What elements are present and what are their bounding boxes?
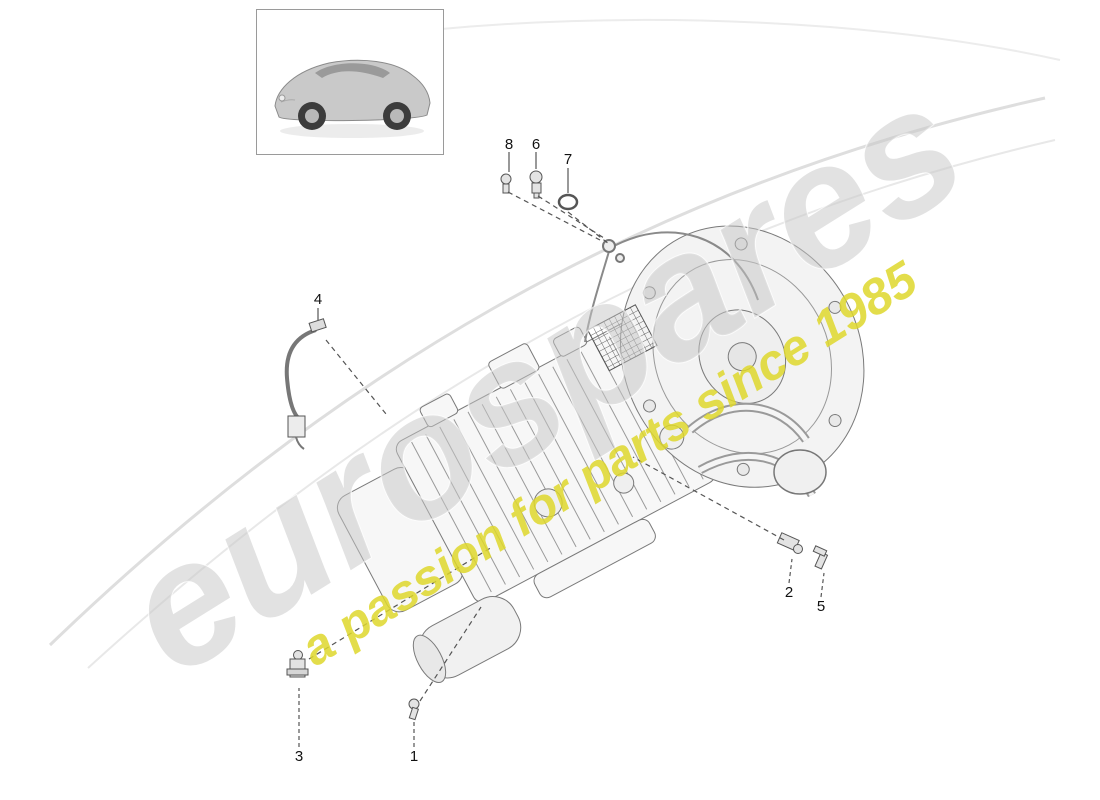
callout-8: 8: [504, 136, 514, 153]
shift-linkage: [584, 231, 759, 343]
mount-boss: [488, 343, 540, 389]
part-2-sensor: [776, 532, 803, 554]
leader-line-6: [537, 195, 605, 239]
porsche-911-coupe-icon: [274, 59, 431, 138]
oil-pan: [533, 518, 656, 599]
leader-lines: [298, 152, 825, 747]
mount-boss: [553, 326, 588, 357]
starter-cap: [412, 634, 447, 683]
callout-1: 1: [409, 748, 419, 765]
part-1-temp-sensor: [408, 698, 420, 721]
shift-cable: [609, 231, 759, 301]
callout-4: 4: [313, 291, 323, 308]
leader-line-2: [632, 456, 785, 541]
case-boss: [533, 488, 563, 518]
part-7-o-ring: [557, 193, 579, 211]
breather-grid: [586, 304, 658, 372]
case-boss: [613, 472, 635, 494]
leader-tick-5: [820, 572, 825, 598]
part-5-screw: [812, 545, 829, 570]
callout-5: 5: [816, 598, 826, 615]
leader-line-1: [419, 606, 482, 702]
part-4-vent-pipe: [284, 318, 327, 450]
leader-tick-2: [788, 558, 793, 584]
part-8-bolt: [500, 173, 512, 194]
callout-6: 6: [531, 136, 541, 153]
leader-line-8: [507, 191, 601, 241]
transmission-diagram: [336, 225, 865, 683]
part-6-speed-sensor: [529, 170, 543, 199]
part-3-switch: [286, 650, 309, 678]
callout-7: 7: [563, 151, 573, 168]
callout-2: 2: [784, 584, 794, 601]
leader-line-4: [325, 339, 387, 415]
bell-housing-inner: [652, 259, 832, 455]
pipes: [687, 402, 827, 498]
vehicle-thumbnail-box: [256, 9, 444, 155]
callout-3: 3: [294, 748, 304, 765]
shift-cable: [584, 247, 611, 343]
mount-boss: [419, 393, 459, 428]
case-boss: [659, 424, 685, 450]
side-cover: [773, 449, 827, 495]
loose-parts: [284, 170, 829, 721]
flange-bolts: [642, 237, 842, 476]
hub-center: [727, 342, 757, 372]
